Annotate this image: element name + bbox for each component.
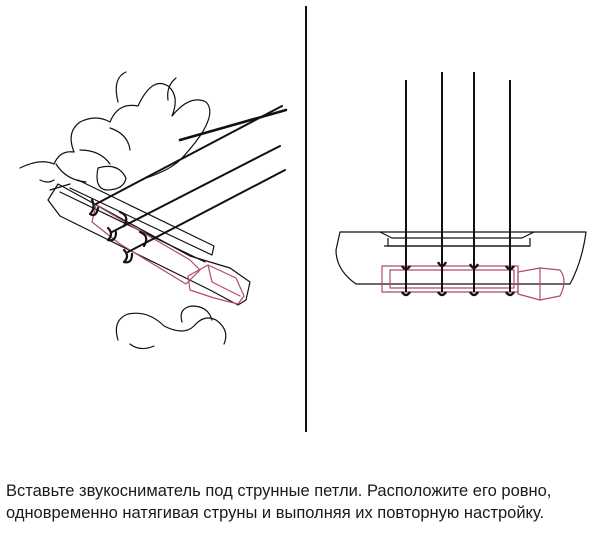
bridge-right [335,231,587,285]
strings-right [405,72,511,292]
hand-upper [19,71,211,191]
strings-left [95,105,288,253]
pickup-right [381,265,565,301]
hand-lower [115,305,227,350]
instruction-caption: Вставьте звукосниматель под струнные пет… [6,482,552,522]
string-loops-left [88,198,148,264]
left-illustration [19,71,288,350]
string-loops-right [401,261,515,297]
installation-diagram [19,6,587,432]
right-illustration [335,72,587,301]
saddle-right [379,231,535,247]
pickup-left [91,204,245,305]
